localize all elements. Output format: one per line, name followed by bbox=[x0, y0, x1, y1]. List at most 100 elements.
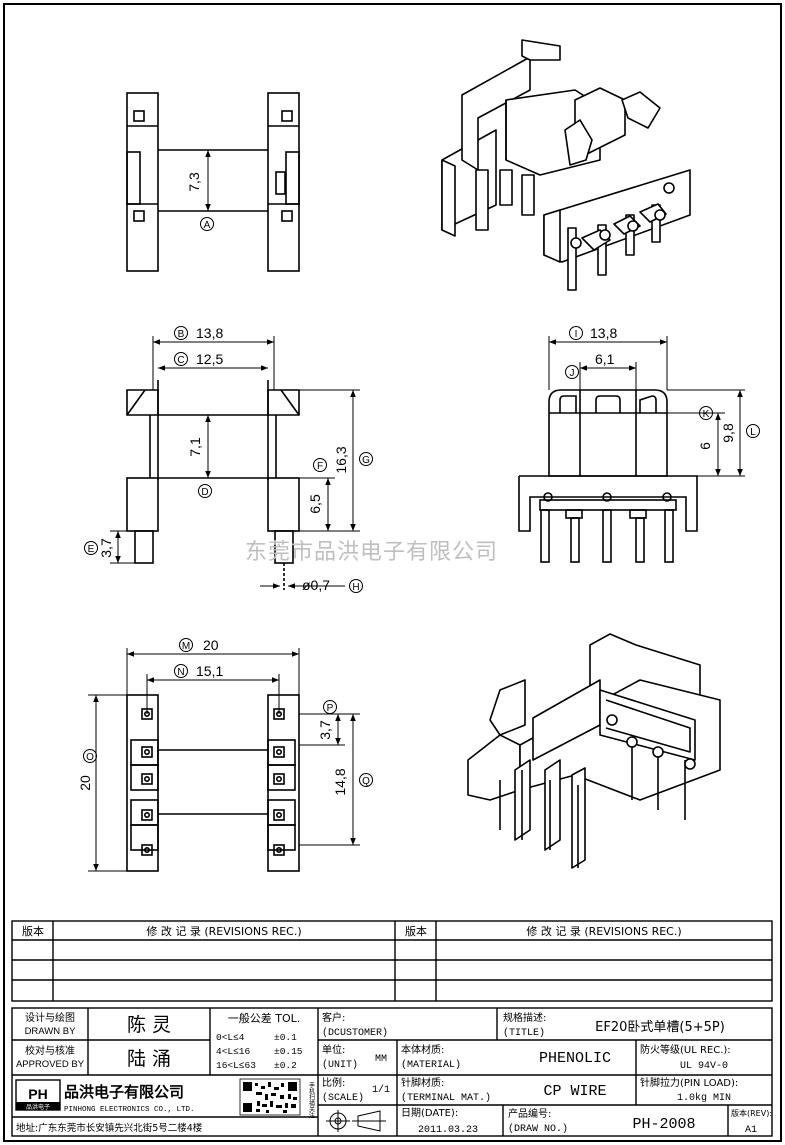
scale-label-en: (SCALE) bbox=[322, 1092, 364, 1104]
logo-sub: 品洪电子 bbox=[26, 1103, 50, 1111]
dim-h-value: ø0,7 bbox=[302, 577, 330, 593]
rev-value: A1 bbox=[745, 1125, 757, 1136]
dim-e-tag: E bbox=[88, 544, 95, 555]
company-name-en: PINHONG ELECTRONICS CO., LTD. bbox=[64, 1106, 195, 1114]
dim-d-tag: D bbox=[201, 487, 208, 498]
dim-p-value: 3,7 bbox=[317, 720, 333, 740]
drawno-label-en: (DRAW NO.) bbox=[508, 1123, 568, 1135]
sheet-border bbox=[3, 3, 782, 1142]
dim-l-value: 9,8 bbox=[720, 423, 736, 443]
unit-label-en: (UNIT) bbox=[322, 1059, 358, 1071]
approved-label-en: APPROVED BY bbox=[16, 1059, 85, 1070]
rev-col-rec-right: 修 改 记 录 (REVISIONS REC.) bbox=[526, 924, 681, 938]
dim-o-tag: O bbox=[86, 752, 94, 763]
spec-label-en: (TITLE) bbox=[503, 1027, 545, 1039]
pinload-label: 针脚拉力(PIN LOAD): bbox=[640, 1076, 738, 1089]
dim-a-value: 7,3 bbox=[186, 172, 202, 192]
dim-f-value: 6,5 bbox=[307, 494, 323, 514]
drawn-label-en: DRAWN BY bbox=[25, 1026, 77, 1037]
title-block bbox=[11, 1007, 773, 1137]
bottom-view-dimensions bbox=[88, 648, 360, 872]
dim-b-value: 13,8 bbox=[196, 325, 223, 341]
customer-label-en: (DCUSTOMER) bbox=[322, 1027, 388, 1039]
dim-o-value: 20 bbox=[77, 775, 93, 791]
material-value: PHENOLIC bbox=[539, 1050, 611, 1067]
company-logo: PH 品洪电子 bbox=[15, 1079, 61, 1111]
tol-range-1: 0<L≤4 bbox=[216, 1032, 245, 1043]
customer-label-cn: 客户: bbox=[322, 1011, 345, 1024]
drawn-name: 陈 灵 bbox=[127, 1014, 171, 1036]
projection-symbol bbox=[326, 1110, 386, 1132]
unit-label-cn: 单位: bbox=[322, 1043, 345, 1056]
tol-range-3: 16<L≤63 bbox=[216, 1060, 256, 1071]
dim-j-value: 6,1 bbox=[595, 351, 615, 367]
rev-col-rec-left: 修 改 记 录 (REVISIONS REC.) bbox=[146, 924, 301, 938]
date-value: 2011.03.23 bbox=[418, 1125, 478, 1136]
dim-p-tag: P bbox=[327, 703, 334, 714]
terminal-label-cn: 针脚材质: bbox=[401, 1076, 444, 1089]
dim-d-value: 7,1 bbox=[187, 437, 203, 457]
spec-value: EF20卧式单槽(5+5P) bbox=[595, 1020, 725, 1035]
tol-val-2: ±0.15 bbox=[274, 1046, 303, 1057]
dim-j-tag: J bbox=[570, 368, 575, 379]
scale-label-cn: 比例: bbox=[322, 1076, 345, 1089]
fire-label: 防火等级(UL REC.): bbox=[640, 1043, 731, 1056]
rev-col-ver-right: 版本 bbox=[405, 924, 427, 938]
dim-k-tag: K bbox=[703, 409, 710, 420]
dim-f-tag: F bbox=[317, 461, 323, 472]
logo-mark: PH bbox=[28, 1086, 47, 1102]
date-label: 日期(DATE): bbox=[401, 1107, 458, 1119]
terminal-value: CP WIRE bbox=[543, 1083, 606, 1100]
side-view-dimensions bbox=[548, 336, 745, 477]
dim-g-value: 16,3 bbox=[333, 446, 349, 473]
bottom-view bbox=[126, 694, 300, 872]
isometric-view-bottom bbox=[467, 633, 721, 869]
dim-c-tag: C bbox=[177, 355, 184, 366]
revisions-table bbox=[11, 920, 773, 1002]
fire-value: UL 94V-0 bbox=[680, 1061, 728, 1072]
dim-e-value: 3,7 bbox=[98, 538, 114, 558]
company-name-cn: 品洪电子有限公司 bbox=[64, 1083, 184, 1101]
watermark: 东莞市品洪电子有限公司 bbox=[245, 540, 499, 565]
material-label-cn: 本体材质: bbox=[401, 1043, 444, 1056]
spec-label-cn: 规格描述: bbox=[503, 1011, 546, 1024]
dim-a-tag: A bbox=[204, 220, 211, 231]
dim-m-tag: M bbox=[182, 641, 190, 652]
rev-label: 版本(REV): bbox=[731, 1108, 772, 1118]
top-view bbox=[126, 92, 300, 272]
company-address: 地址:广东东莞市长安镇先兴北街5号二楼4楼 bbox=[16, 1122, 203, 1134]
tol-range-2: 4<L≤16 bbox=[216, 1046, 251, 1057]
tol-val-1: ±0.1 bbox=[274, 1032, 297, 1043]
isometric-view-top bbox=[441, 39, 691, 291]
approved-name: 陆 涌 bbox=[127, 1048, 171, 1070]
front-view-dimensions bbox=[110, 336, 360, 589]
qr-caption: 手机扫描关注 bbox=[308, 1081, 315, 1119]
front-view bbox=[126, 380, 300, 590]
dim-h-tag: H bbox=[352, 582, 359, 593]
dim-q-value: 14,8 bbox=[332, 768, 348, 795]
dim-g-tag: G bbox=[362, 455, 370, 466]
dim-m-value: 20 bbox=[203, 637, 219, 653]
dim-b-tag: B bbox=[178, 329, 185, 340]
dim-i-tag: I bbox=[575, 329, 578, 340]
dim-q-tag: Q bbox=[362, 776, 370, 787]
tol-title: 一般公差 TOL. bbox=[228, 1011, 301, 1025]
dim-l-tag: L bbox=[750, 427, 756, 438]
side-view bbox=[518, 389, 698, 563]
drawno-value: PH-2008 bbox=[632, 1116, 695, 1133]
qr-code-icon bbox=[239, 1078, 301, 1116]
approved-label-cn: 校对与核准 bbox=[25, 1044, 75, 1057]
pinload-value: 1.0kg MIN bbox=[677, 1092, 731, 1104]
terminal-label-en: (TERMINAL MAT.) bbox=[401, 1092, 491, 1104]
rev-col-ver-left: 版本 bbox=[22, 924, 44, 938]
dim-i-value: 13,8 bbox=[590, 325, 617, 341]
dim-n-tag: N bbox=[177, 667, 184, 678]
dim-k-value: 6 bbox=[697, 442, 713, 450]
unit-value: MM bbox=[375, 1054, 387, 1065]
material-label-en: (MATERIAL) bbox=[401, 1059, 461, 1071]
dim-n-value: 15,1 bbox=[196, 663, 223, 679]
dim-c-value: 12,5 bbox=[196, 351, 223, 367]
dim-a-tag-circle bbox=[200, 217, 214, 231]
scale-value: 1/1 bbox=[372, 1084, 390, 1096]
